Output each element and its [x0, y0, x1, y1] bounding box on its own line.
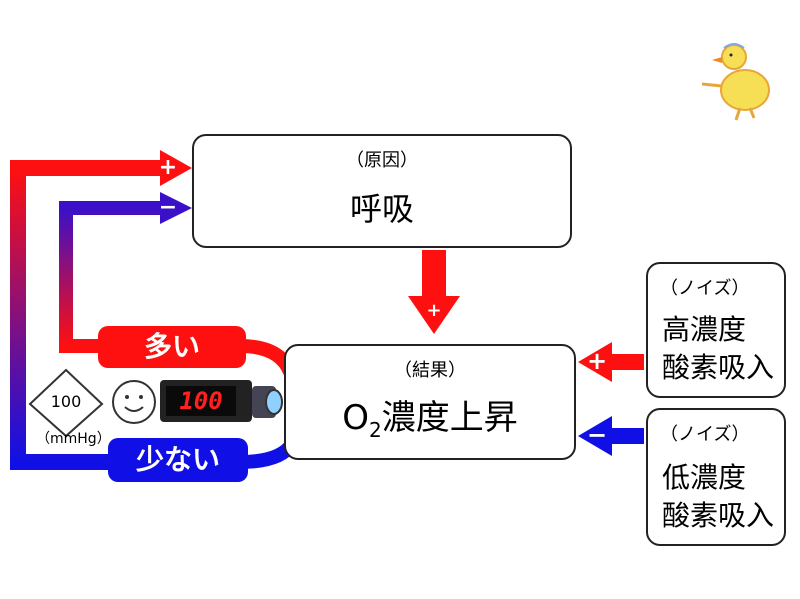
result-title: O2濃度上昇 [286, 390, 574, 442]
noise-high-box: （ノイズ） 高濃度 酸素吸入 [646, 262, 786, 398]
cause-result-arrow [408, 250, 460, 334]
feedback-inner-arrow [59, 192, 192, 353]
feedback-minus-sign: − [158, 195, 178, 220]
few-label: 少ない [108, 438, 248, 482]
result-tag: （結果） [394, 360, 466, 381]
noise-low-line1: 低濃度 [662, 461, 747, 494]
noise-low-tag: （ノイズ） [660, 424, 750, 445]
cause-box: （原因） 呼吸 [192, 134, 572, 248]
noise-low-box: （ノイズ） 低濃度 酸素吸入 [646, 408, 786, 546]
threshold-unit: （mmHg） [36, 431, 111, 447]
feedback-plus-sign: + [158, 155, 178, 180]
noise-high-line1: 高濃度 [662, 313, 747, 346]
result-title-rest: 濃度上昇 [381, 398, 518, 438]
result-title-o: O [342, 398, 370, 438]
sensor-display: 100 [179, 387, 223, 415]
chick-doodle-icon [701, 43, 770, 121]
noise-high-plus-sign: + [586, 347, 608, 375]
feedback-outer-arrow [10, 150, 192, 470]
noise-low-line2: 酸素吸入 [662, 499, 775, 532]
cause-result-plus-sign: + [426, 300, 442, 321]
noise-low-arrow [578, 416, 644, 456]
many-label: 多い [98, 326, 246, 368]
result-box: （結果） O2濃度上昇 [284, 344, 576, 460]
noise-high-arrow [578, 342, 644, 382]
many-connector [239, 339, 297, 375]
result-title-sub: 2 [369, 417, 382, 442]
noise-high-tag: （ノイズ） [660, 278, 750, 299]
cause-tag: （原因） [346, 150, 418, 171]
noise-low-minus-sign: − [586, 421, 608, 449]
threshold-value: 100 [50, 392, 82, 411]
noise-high-line2: 酸素吸入 [662, 351, 775, 384]
cause-title: 呼吸 [349, 190, 414, 228]
